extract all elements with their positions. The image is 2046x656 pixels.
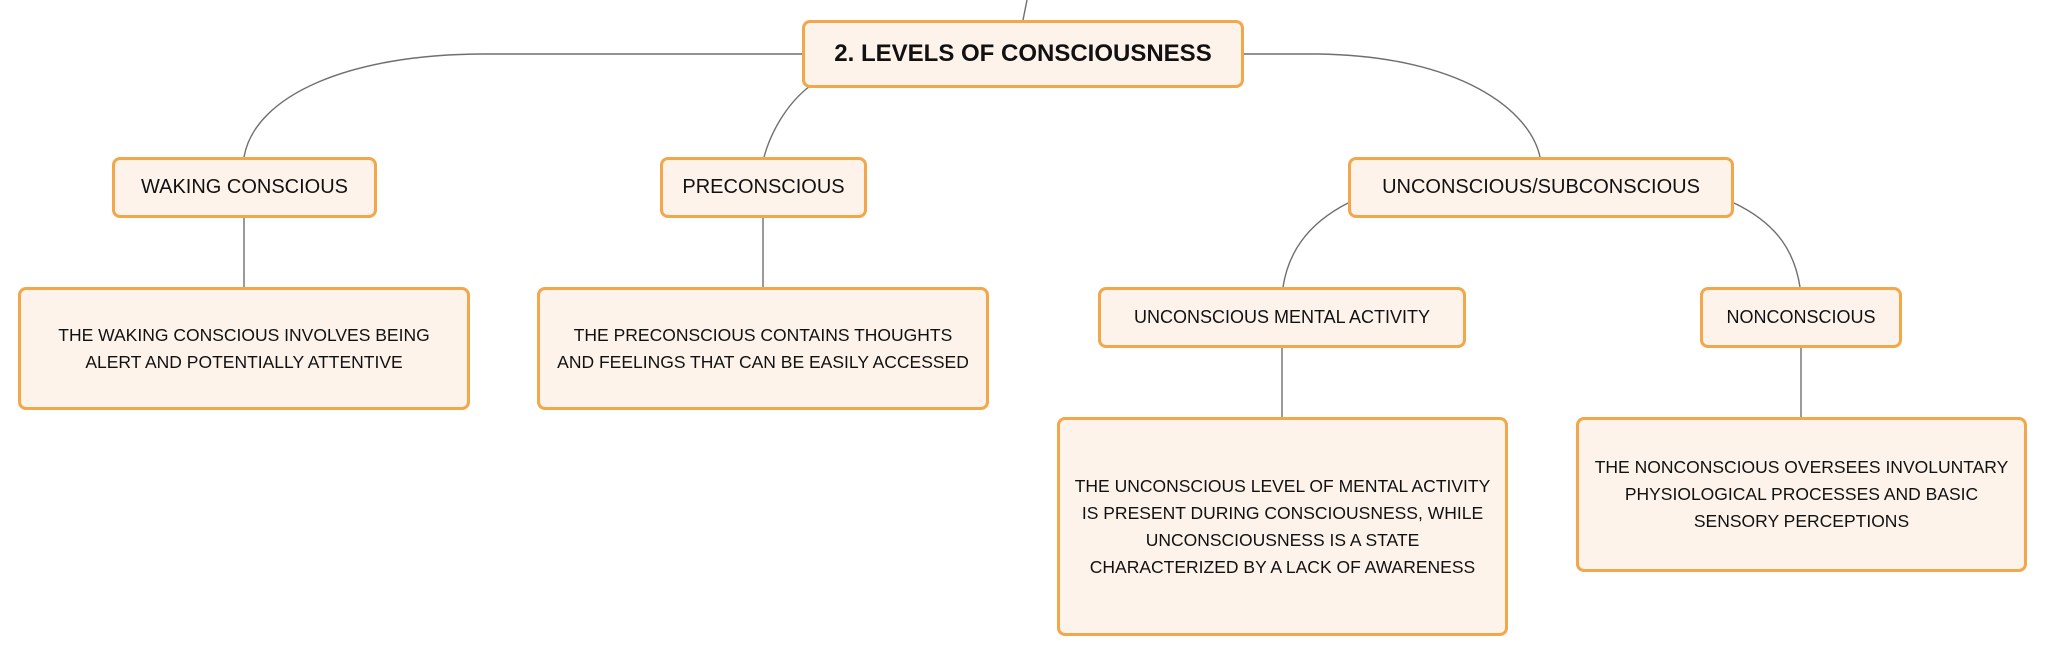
root-topic-label: 2. LEVELS OF CONSCIOUSNESS: [834, 40, 1212, 67]
subtopic-label-unconscious-mental-activity: UNCONSCIOUS MENTAL ACTIVITY: [1133, 307, 1431, 327]
subtopic-node-nonconscious[interactable]: NONCONSCIOUS: [1700, 287, 1902, 348]
connector-parent-to-root: [1022, 0, 1028, 21]
description-node-waking-conscious[interactable]: THE WAKING CONSCIOUS INVOLVES BEING ALER…: [18, 287, 470, 410]
connector-unconscious-to-nonconscious: [1733, 202, 1801, 288]
description-text-nonconscious: THE NONCONSCIOUS OVERSEES INVOLUNTARY PH…: [1594, 457, 2009, 531]
connector-root-to-waking: [243, 53, 802, 158]
subtopic-label-nonconscious: NONCONSCIOUS: [1726, 307, 1876, 327]
topic-label-preconscious: PRECONSCIOUS: [682, 176, 845, 198]
description-text-waking-conscious: THE WAKING CONSCIOUS INVOLVES BEING ALER…: [58, 324, 430, 372]
subtopic-node-unconscious-mental-activity[interactable]: UNCONSCIOUS MENTAL ACTIVITY: [1098, 287, 1466, 348]
description-text-preconscious: THE PRECONSCIOUS CONTAINS THOUGHTS AND F…: [557, 324, 969, 372]
description-node-preconscious[interactable]: THE PRECONSCIOUS CONTAINS THOUGHTS AND F…: [537, 287, 989, 410]
topic-node-preconscious[interactable]: PRECONSCIOUS: [660, 157, 867, 218]
connector-unconscious-to-uma: [1282, 202, 1349, 288]
topic-node-unconscious-subconscious[interactable]: UNCONSCIOUS/SUBCONSCIOUS: [1348, 157, 1734, 218]
connector-root-to-unconscious: [1244, 53, 1541, 158]
description-text-unconscious-mental-activity: THE UNCONSCIOUS LEVEL OF MENTAL ACTIVITY…: [1074, 475, 1491, 577]
description-node-unconscious-mental-activity[interactable]: THE UNCONSCIOUS LEVEL OF MENTAL ACTIVITY…: [1057, 417, 1508, 636]
description-node-nonconscious[interactable]: THE NONCONSCIOUS OVERSEES INVOLUNTARY PH…: [1576, 417, 2027, 572]
topic-node-waking-conscious[interactable]: WAKING CONSCIOUS: [112, 157, 377, 218]
connector-root-to-preconscious: [763, 85, 811, 158]
root-topic-node[interactable]: 2. LEVELS OF CONSCIOUSNESS: [802, 20, 1244, 88]
topic-label-unconscious-subconscious: UNCONSCIOUS/SUBCONSCIOUS: [1382, 176, 1700, 198]
topic-label-waking-conscious: WAKING CONSCIOUS: [140, 176, 349, 198]
